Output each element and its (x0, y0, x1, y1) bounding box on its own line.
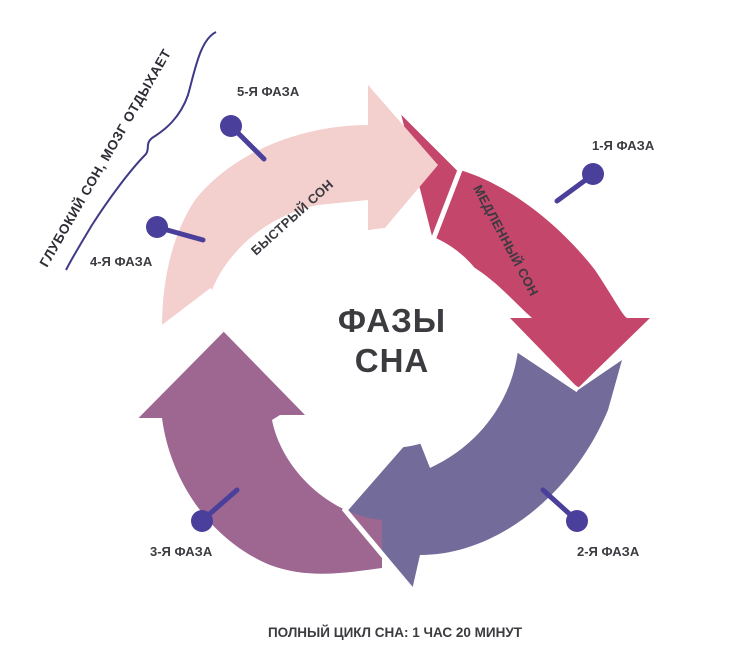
segment-slow-sleep (400, 110, 650, 388)
phase3-marker (191, 487, 240, 532)
center-title-line2: СНА (355, 342, 430, 379)
phase5-label: 5-Я ФАЗА (237, 84, 300, 99)
segment-phase2 (345, 350, 622, 590)
center-disc (280, 228, 500, 448)
cycle-duration-footer: ПОЛНЫЙ ЦИКЛ СНА: 1 ЧАС 20 МИНУТ (268, 625, 523, 640)
phase2-label: 2-Я ФАЗА (577, 544, 640, 559)
phase5-marker (220, 115, 267, 162)
phase4-label: 4-Я ФАЗА (90, 254, 153, 269)
phase1-marker (554, 163, 604, 204)
deep-sleep-brace (65, 31, 217, 271)
segment-fast-sleep (162, 85, 438, 328)
segment-phase3 (135, 330, 382, 574)
phase3-label: 3-Я ФАЗА (150, 544, 213, 559)
phase1-label: 1-Я ФАЗА (592, 138, 655, 153)
center-title-line1: ФАЗЫ (338, 302, 446, 339)
phase4-marker (146, 216, 206, 243)
phase2-marker (540, 487, 588, 532)
